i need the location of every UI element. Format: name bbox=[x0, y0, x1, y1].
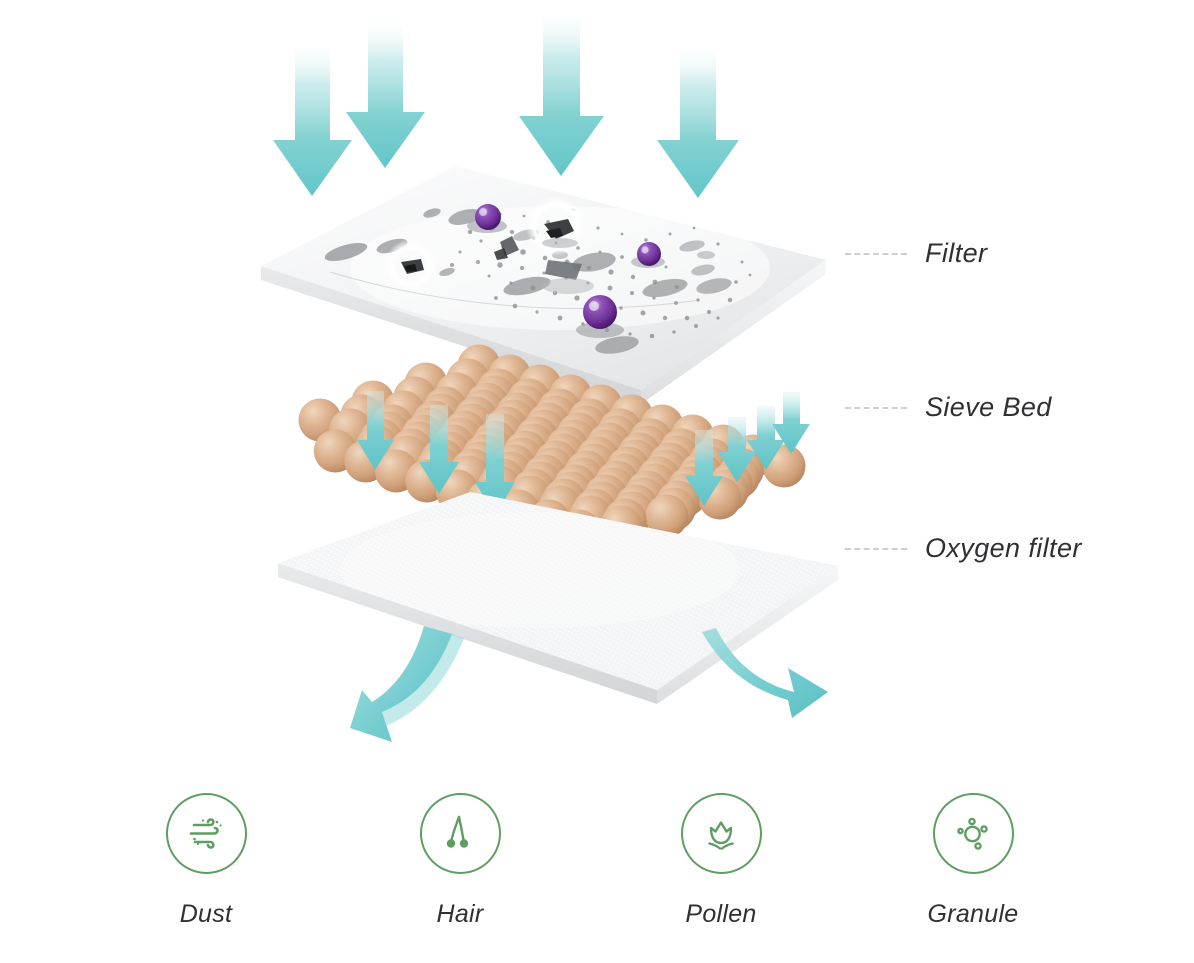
wind-icon bbox=[189, 817, 222, 849]
inlet-arrow-4 bbox=[657, 42, 739, 198]
inlet-airflow-arrows bbox=[273, 8, 739, 198]
legend-item-granule[interactable]: Granule bbox=[893, 793, 1053, 929]
contaminant-legend: Dust Hair bbox=[0, 793, 1194, 953]
granule-particles-icon bbox=[957, 817, 988, 850]
callout-filter: Filter bbox=[845, 238, 987, 269]
inlet-arrow-3 bbox=[519, 8, 604, 176]
outlet-airflow-arrows bbox=[350, 626, 828, 742]
legend-item-dust[interactable]: Dust bbox=[126, 793, 286, 929]
layer-filter-plate bbox=[261, 166, 826, 404]
legend-label-granule: Granule bbox=[927, 900, 1019, 928]
granule-icon-circle bbox=[932, 793, 1014, 874]
legend-label-pollen: Pollen bbox=[685, 900, 757, 928]
leader-line-filter bbox=[845, 252, 907, 255]
leader-line-sieve-bed bbox=[845, 406, 907, 409]
callout-label-sieve-bed: Sieve Bed bbox=[925, 392, 1052, 422]
hair-strand-icon bbox=[446, 815, 469, 848]
sieve-bead bbox=[645, 494, 689, 538]
hair-icon-circle bbox=[419, 793, 501, 874]
legend-item-pollen[interactable]: Pollen bbox=[641, 793, 801, 929]
outlet-arrow-right bbox=[702, 628, 828, 718]
mid-airflow-arrows bbox=[357, 391, 810, 516]
callout-label-filter: Filter bbox=[925, 238, 988, 268]
legend-label-dust: Dust bbox=[179, 900, 233, 928]
dust-icon-circle bbox=[165, 793, 247, 874]
outlet-arrow-left bbox=[350, 626, 464, 742]
callout-oxygen-filter: Oxygen filter bbox=[845, 533, 1082, 564]
inlet-arrow-1 bbox=[273, 40, 352, 196]
inlet-arrow-2 bbox=[346, 18, 425, 168]
callout-sieve-bed: Sieve Bed bbox=[845, 392, 1052, 423]
callout-label-oxygen-filter: Oxygen filter bbox=[925, 533, 1082, 563]
flower-icon bbox=[708, 820, 734, 850]
leader-line-oxygen-filter bbox=[845, 547, 907, 550]
legend-item-hair[interactable]: Hair bbox=[380, 793, 540, 929]
purple-particles bbox=[467, 204, 665, 338]
legend-label-hair: Hair bbox=[436, 900, 484, 928]
debris-particles bbox=[385, 196, 594, 294]
layer-oxygen-filter-plate bbox=[278, 492, 838, 704]
pollen-icon-circle bbox=[680, 793, 762, 874]
